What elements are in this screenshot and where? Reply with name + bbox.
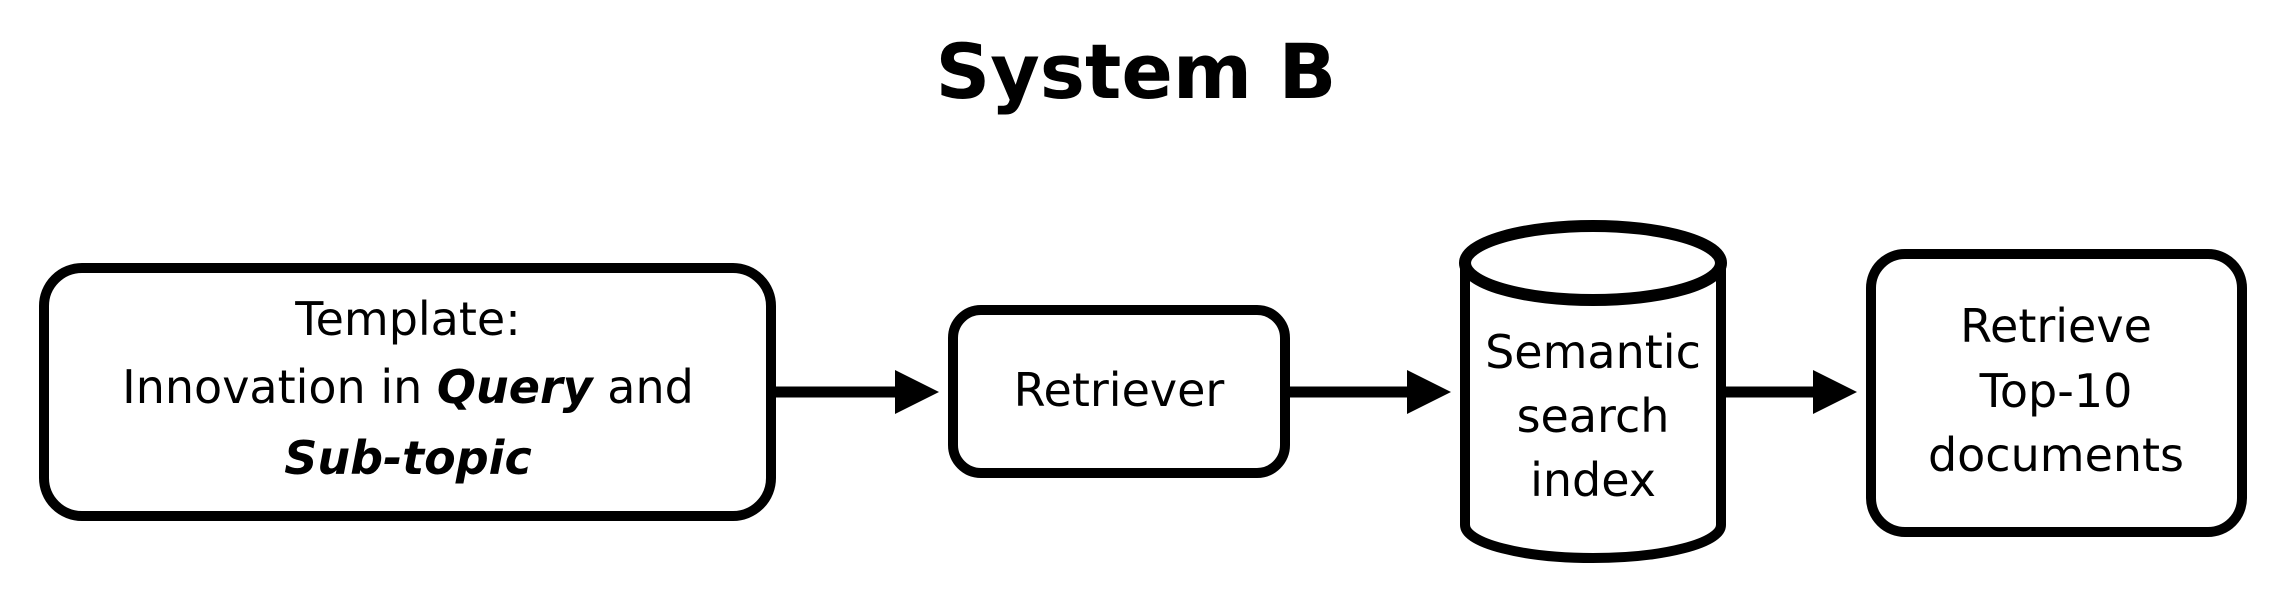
template-subtopic-emphasis: Sub-topic — [284, 431, 531, 485]
retrieve-top10-node: Retrieve Top-10 documents — [1866, 249, 2247, 537]
index-line-3: index — [1530, 453, 1656, 507]
retriever-label: Retriever — [1014, 363, 1225, 417]
template-line-2-prefix: Innovation in — [122, 360, 437, 414]
semantic-search-index-node: Semantic search index — [1459, 220, 1727, 563]
template-node: Template: Innovation in Query and Sub-to… — [39, 263, 776, 521]
output-line-3: documents — [1928, 428, 2184, 482]
cylinder-top — [1459, 220, 1727, 306]
index-line-2: search — [1517, 389, 1670, 443]
diagram-title: System B — [935, 27, 1337, 116]
output-line-1: Retrieve — [1960, 299, 2152, 353]
index-line-1: Semantic — [1485, 325, 1701, 379]
template-query-emphasis: Query — [437, 360, 595, 414]
retriever-node: Retriever — [948, 305, 1290, 478]
output-line-2: Top-10 — [1979, 364, 2133, 418]
template-line-2-suffix: and — [593, 360, 694, 414]
template-line-2: Innovation in Query and — [122, 360, 694, 414]
template-line-1: Template: — [294, 292, 520, 346]
